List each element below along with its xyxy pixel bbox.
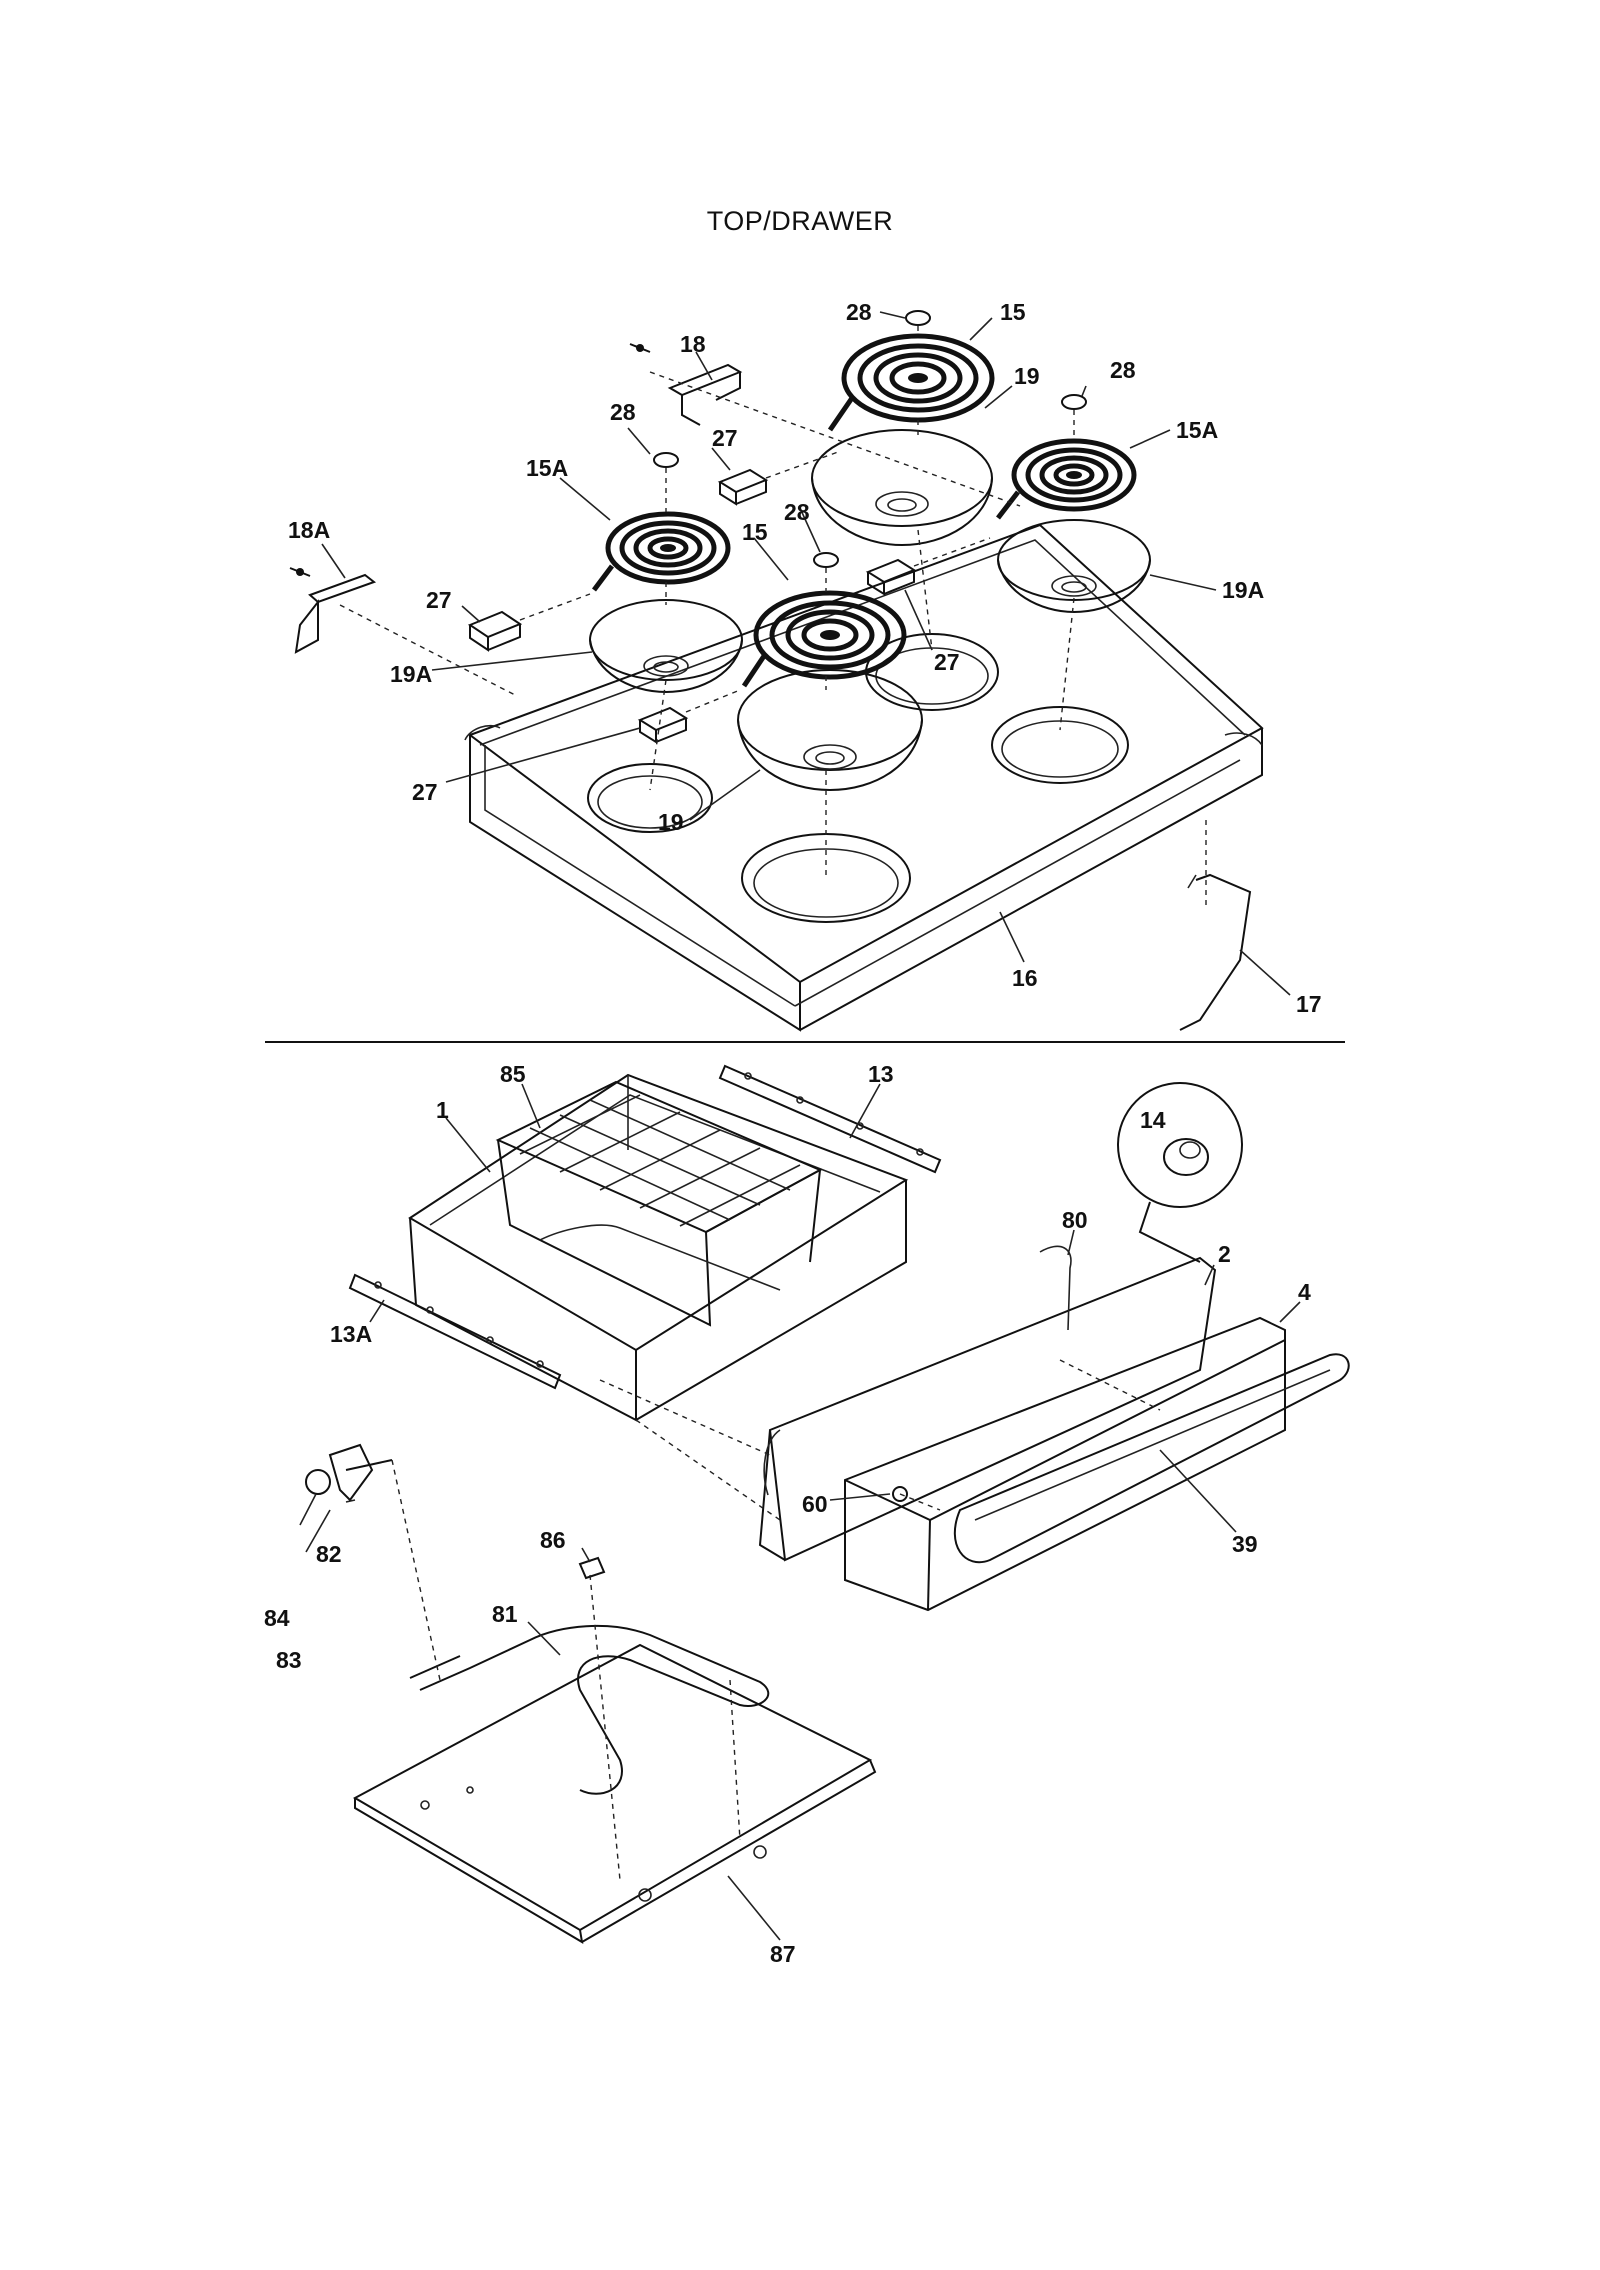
callout-17: 17 [1296, 991, 1322, 1017]
trim-ring-28-d [813, 552, 839, 568]
main-top-panel [464, 523, 1264, 1032]
receptacle-27-a [717, 468, 769, 506]
bake-element-81 [409, 1624, 770, 1795]
receptacle-27-b [467, 610, 523, 652]
callout-1: 1 [436, 1097, 449, 1123]
screw-60 [892, 1486, 908, 1502]
drip-bowl-19A-left [589, 599, 743, 694]
drawer-assembly [305, 1064, 1350, 1944]
callout-13A: 13A [330, 1321, 372, 1347]
callout-82: 82 [316, 1541, 342, 1567]
coil-burner-15-front [741, 590, 907, 688]
callout-83: 83 [276, 1647, 302, 1673]
leader-lines [299, 311, 1301, 1941]
handle-39 [953, 1353, 1350, 1563]
coil-burner-15-rear [827, 333, 995, 432]
callout-28: 28 [784, 499, 810, 525]
callout-39: 39 [1232, 1531, 1258, 1557]
callout-16: 16 [1012, 965, 1038, 991]
drip-bowl-19-front [737, 669, 923, 792]
trim-ring-28-c [653, 452, 679, 468]
callout-28: 28 [1110, 357, 1136, 383]
callout-13: 13 [868, 1061, 894, 1087]
callout-15: 15 [742, 519, 768, 545]
callout-28: 28 [846, 299, 872, 325]
detail-circle-14 [1117, 1082, 1243, 1263]
callout-28: 28 [610, 399, 636, 425]
broiler-guide-lines [391, 1459, 741, 1881]
clip-86 [578, 1556, 606, 1580]
callout-87: 87 [770, 1941, 796, 1967]
callout-19: 19 [658, 809, 684, 835]
callout-80: 80 [1062, 1207, 1088, 1233]
callout-15A: 15A [526, 455, 568, 481]
coil-burner-15A-left [592, 511, 731, 592]
cooktop-assembly [289, 310, 1264, 1032]
drip-bowl-19-rear [811, 429, 993, 547]
trim-ring-28-a [905, 310, 931, 326]
bracket-18A [289, 567, 377, 654]
bracket-17 [1179, 873, 1252, 1031]
slide-rail-13 [718, 1064, 942, 1174]
receptacle-27-c [865, 558, 917, 596]
callout-15A: 15A [1176, 417, 1218, 443]
callout-27: 27 [934, 649, 960, 675]
callout-60: 60 [802, 1491, 828, 1517]
slide-rail-13A [348, 1273, 562, 1390]
callout-27: 27 [426, 587, 452, 613]
callout-84: 84 [264, 1605, 290, 1631]
callout-19A: 19A [1222, 577, 1264, 603]
broiler-pan-87 [352, 1643, 877, 1944]
coil-burner-15A-right [996, 438, 1137, 520]
callout-15: 15 [1000, 299, 1026, 325]
callout-14: 14 [1140, 1107, 1166, 1133]
callout-19A: 19A [390, 661, 432, 687]
callout-27: 27 [412, 779, 438, 805]
callout-81: 81 [492, 1601, 518, 1627]
callout-18A: 18A [288, 517, 330, 543]
callout-86: 86 [540, 1527, 566, 1553]
callout-19: 19 [1014, 363, 1040, 389]
callout-labels: 28 15 18 19 28 28 27 15A 15A 28 15 18A 2… [264, 299, 1322, 1967]
rack-85 [495, 1080, 823, 1327]
callout-18: 18 [680, 331, 706, 357]
callout-2: 2 [1218, 1241, 1231, 1267]
callout-85: 85 [500, 1061, 526, 1087]
callout-27: 27 [712, 425, 738, 451]
drawer-front [844, 1316, 1286, 1612]
assembly-guide-lines [339, 326, 1207, 905]
diagram-title: TOP/DRAWER [706, 206, 894, 236]
drawer-inner-panel [758, 1245, 1217, 1562]
trim-ring-28-b [1061, 394, 1087, 410]
callout-4: 4 [1298, 1279, 1311, 1305]
element-bracket-82 [305, 1443, 393, 1502]
receptacle-27-d [637, 706, 689, 744]
burner-holes [587, 633, 1129, 923]
drawer-guide-lines [599, 1359, 1161, 1521]
